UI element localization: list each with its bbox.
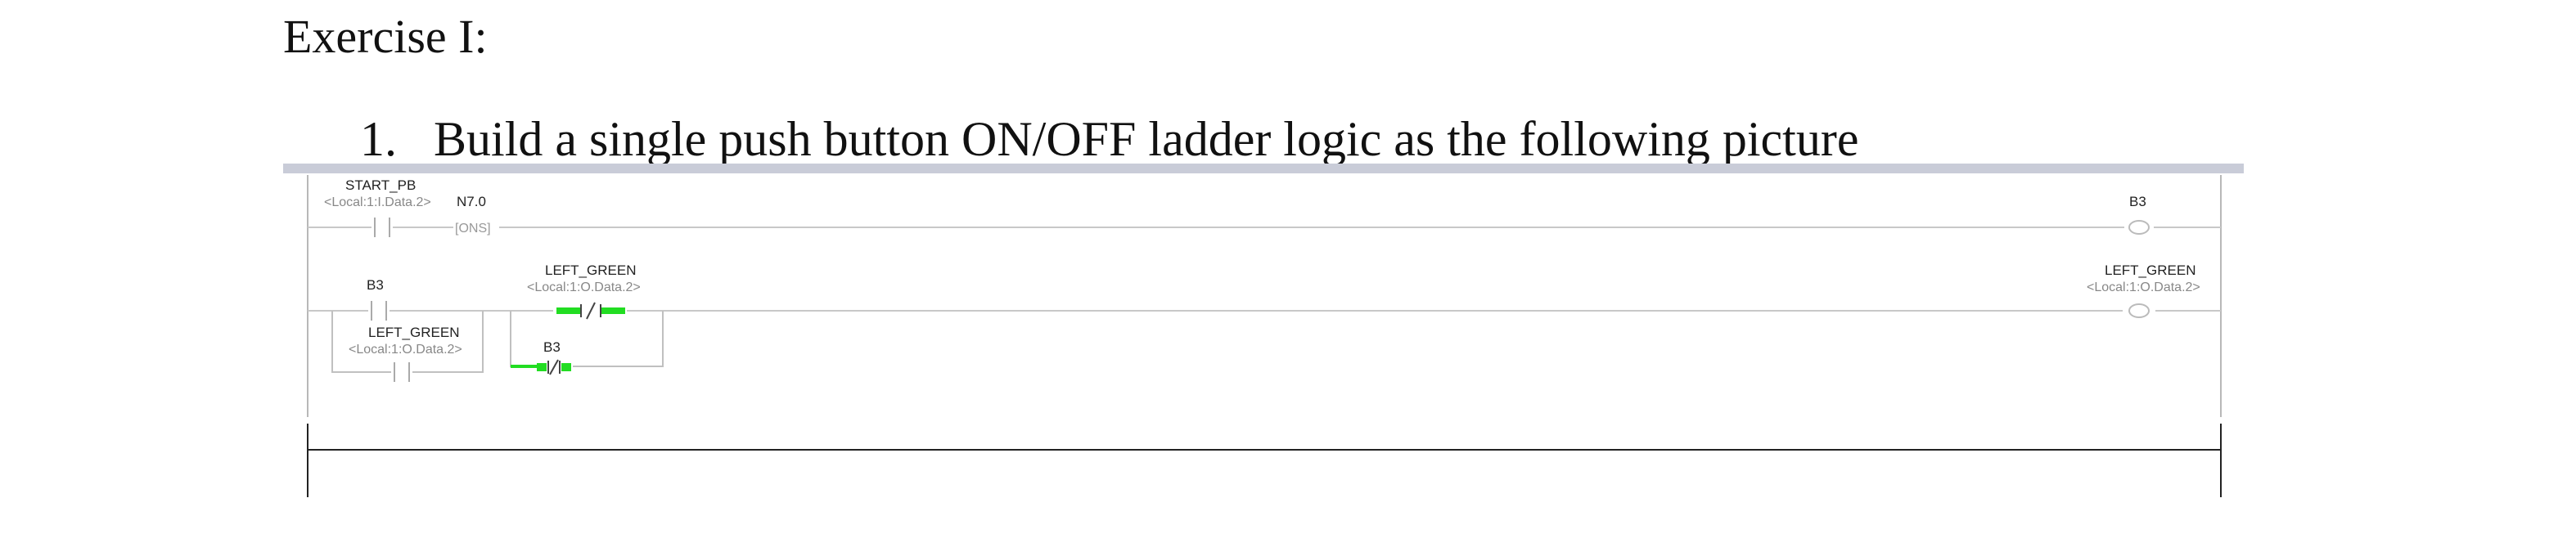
rung-1: B3 LEFT_GREEN <Local:1:O.Data.2>	[308, 263, 2221, 382]
b3-coil[interactable]: B3	[2124, 194, 2154, 237]
left-green-coil-tag: LEFT_GREEN	[2105, 263, 2195, 278]
seal-in-branch: LEFT_GREEN <Local:1:O.Data.2>	[331, 311, 484, 382]
end-rung	[307, 424, 2222, 497]
exercise-heading: Exercise I:	[283, 10, 488, 63]
b3-contact[interactable]: B3	[367, 277, 390, 321]
ladder-diagram: START_PB <Local:1:I.Data.2> N7.0 [ONS] B…	[283, 164, 2247, 499]
start-pb-tag: START_PB	[345, 177, 416, 193]
item-number: 1.	[360, 112, 397, 166]
rung-0: START_PB <Local:1:I.Data.2> N7.0 [ONS] B…	[308, 177, 2221, 237]
left-green-coil[interactable]: LEFT_GREEN <Local:1:O.Data.2>	[2087, 263, 2200, 321]
exercise-item: 1. Build a single push button ON/OFF ladd…	[360, 110, 1858, 168]
ons-instruction[interactable]: N7.0 [ONS]	[453, 194, 499, 237]
left-green-coil-addr: <Local:1:O.Data.2>	[2087, 280, 2200, 294]
b3-coil-tag: B3	[2129, 194, 2146, 209]
b3-branch-tag: B3	[543, 339, 561, 355]
start-pb-addr: <Local:1:I.Data.2>	[324, 195, 431, 209]
b3-contact-tag: B3	[367, 277, 384, 293]
left-green-xio-tag: LEFT_GREEN	[545, 263, 636, 278]
seal-in-tag: LEFT_GREEN	[368, 325, 459, 340]
seal-in-addr: <Local:1:O.Data.2>	[349, 343, 462, 357]
ons-label: [ONS]	[455, 222, 491, 236]
left-green-xio[interactable]: LEFT_GREEN <Local:1:O.Data.2>	[527, 263, 641, 321]
ons-tag: N7.0	[457, 194, 486, 209]
item-text: Build a single push button ON/OFF ladder…	[434, 112, 1859, 166]
b3-branch: B3	[510, 311, 664, 376]
left-green-xio-addr: <Local:1:O.Data.2>	[527, 280, 641, 294]
b3-branch-xio[interactable]	[511, 358, 573, 376]
start-pb-contact[interactable]: START_PB <Local:1:I.Data.2>	[324, 177, 431, 237]
seal-in-contact[interactable]	[391, 362, 412, 382]
ladder-header-bar	[283, 164, 2244, 173]
